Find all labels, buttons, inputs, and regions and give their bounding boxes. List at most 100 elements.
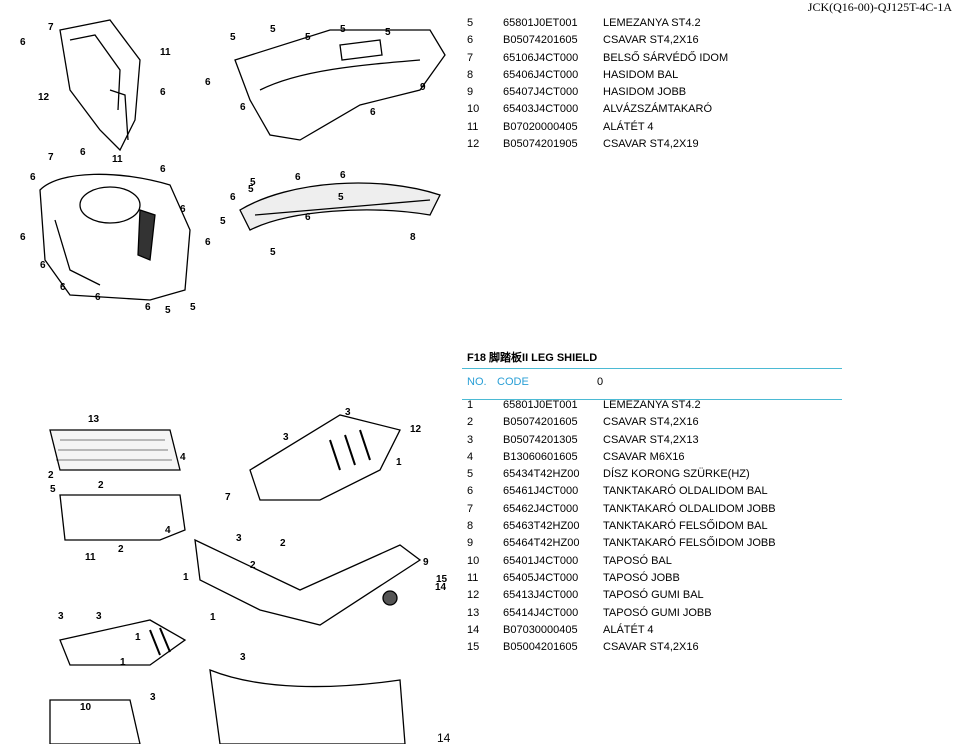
part-description: TANKTAKARÓ FELSŐIDOM BAL — [603, 520, 768, 533]
part-code: 65463T42HZ00 — [503, 520, 580, 533]
part-number: 5 — [467, 17, 474, 29]
part-code: 65407J4CT000 — [503, 86, 579, 99]
callout-label: 1 — [210, 612, 216, 623]
callout-label: 6 — [240, 102, 246, 113]
callout-label: 1 — [120, 657, 126, 668]
column-no-header: NO. — [467, 376, 487, 388]
callout-label: 6 — [340, 170, 346, 181]
callout-label: 6 — [230, 192, 236, 203]
under-cover-part — [39, 173, 191, 301]
callout-label: 3 — [96, 611, 102, 622]
part-description: ALÁTÉT 4 — [603, 120, 654, 133]
part-number: 7 — [467, 51, 474, 64]
part-number: 3 — [467, 433, 474, 446]
callout-label: 2 — [48, 470, 54, 481]
callout-label: 5 — [305, 32, 311, 43]
callout-label: 1 — [183, 572, 189, 583]
section-title: F18 脚踏板II LEG SHIELD — [467, 352, 598, 364]
callout-label: 3 — [345, 407, 351, 418]
part-code: 65413J4CT000 — [503, 589, 579, 602]
callout-label: 4 — [165, 525, 171, 536]
callout-label: 2 — [250, 560, 256, 571]
part-code: 65462J4CT000 — [503, 502, 579, 515]
part-number: 14 — [467, 623, 480, 636]
part-code: B13060601605 — [503, 450, 578, 463]
part-code: B07020000405 — [503, 120, 578, 133]
callout-label: 5 — [230, 32, 236, 43]
part-description: CSAVAR ST4,2X16 — [603, 641, 699, 654]
table-row: 11 B07020000405 ALÁTÉT 4 — [467, 119, 728, 136]
part-description: HASIDOM JOBB — [603, 86, 687, 99]
callout-label: 2 — [98, 480, 104, 491]
part-description: TANKTAKARÓ FELSŐIDOM JOBB — [603, 537, 776, 550]
page-number: 14 — [437, 731, 451, 745]
callout-label: 6 — [80, 147, 86, 158]
part-code: 65405J4CT000 — [503, 571, 579, 584]
leg-shield-frame-part — [194, 538, 422, 626]
column-desc-header: 0 — [597, 376, 604, 388]
part-description: DÍSZ KORONG SZÜRKE(HZ) — [603, 468, 750, 481]
callout-label: 5 — [50, 484, 56, 495]
callout-label: 5 — [190, 302, 196, 313]
callout-label: 8 — [410, 232, 416, 243]
callout-label: 3 — [58, 611, 64, 622]
part-number: 13 — [467, 606, 480, 619]
callout-label: 5 — [248, 184, 254, 195]
footboard-part — [59, 494, 186, 541]
part-number: 9 — [467, 537, 474, 550]
part-code: B05074201605 — [503, 416, 578, 429]
callout-label: 5 — [250, 177, 256, 188]
part-number: 8 — [467, 68, 474, 81]
part-number: 6 — [467, 485, 474, 498]
callout-label: 6 — [205, 77, 211, 88]
column-code-header: CODE — [497, 376, 529, 388]
part-number: 5 — [467, 468, 474, 481]
callout-label: 6 — [295, 172, 301, 183]
callout-label: 6 — [20, 232, 26, 243]
callout-label: 6 — [205, 237, 211, 248]
part-code: 65106J4CT000 — [503, 51, 579, 64]
callout-label: 3 — [240, 652, 246, 663]
part-number: 2 — [467, 416, 474, 429]
callout-label: 7 — [48, 22, 54, 33]
part-number: 11 — [467, 571, 479, 584]
callout-label: 10 — [80, 702, 92, 713]
callout-label: 11 — [112, 154, 123, 165]
callout-label: 6 — [180, 204, 186, 215]
callout-label: 11 — [160, 47, 171, 58]
callout-label: 9 — [423, 557, 429, 568]
part-description: LEMEZANYA ST4.2 — [603, 17, 701, 29]
callout-label: 1 — [135, 632, 141, 643]
part-code: B05074201305 — [503, 433, 578, 446]
part-number: 11 — [467, 120, 479, 133]
part-description: ALVÁZSZÁMTAKARÓ — [603, 103, 713, 116]
callout-label: 5 — [385, 27, 391, 38]
part-number: 7 — [467, 502, 474, 515]
callout-label: 5 — [220, 216, 226, 227]
part-description: CSAVAR M6X16 — [603, 450, 685, 463]
part-number: 6 — [467, 34, 474, 47]
table-header-box — [462, 368, 842, 400]
frame-cover-part — [234, 29, 446, 141]
part-description: TAPOSÓ GUMI JOBB — [603, 606, 712, 619]
document-code: JCK(Q16-00)-QJ125T-4C-1A — [807, 0, 952, 14]
part-description: BELSŐ SÁRVÉDŐ IDOM — [603, 51, 729, 64]
callout-label: 13 — [88, 414, 100, 425]
callout-label: 6 — [95, 292, 101, 303]
callout-label: 6 — [160, 87, 166, 98]
part-code: B05074201605 — [503, 34, 578, 47]
